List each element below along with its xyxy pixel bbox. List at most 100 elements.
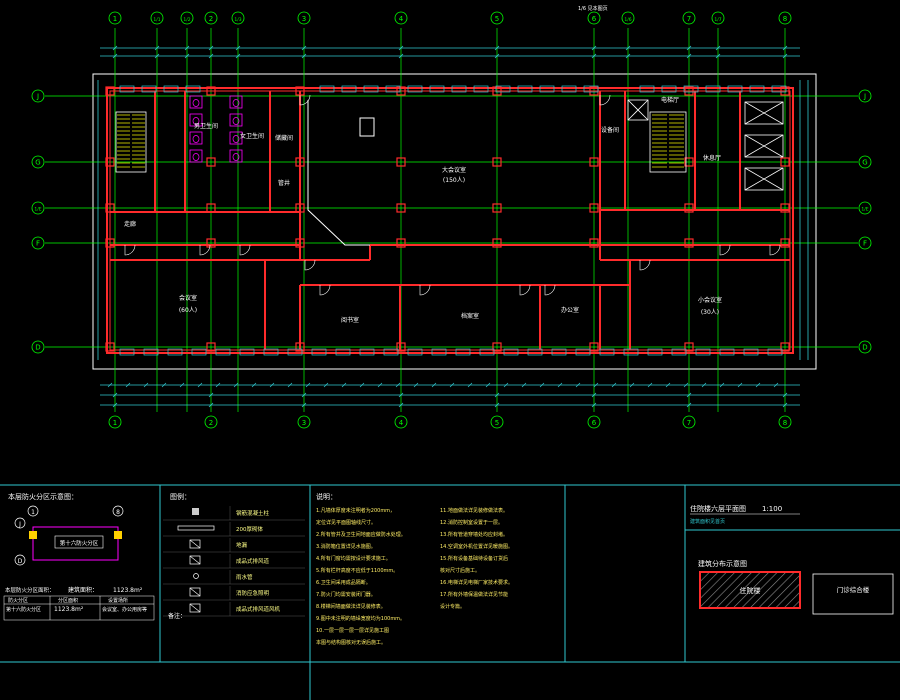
window (239, 348, 255, 356)
window (495, 85, 511, 93)
window (385, 85, 401, 93)
window (539, 85, 555, 93)
window (311, 348, 327, 356)
fire-zone-label-box (54, 535, 104, 549)
axis-label-side: 1/E (861, 207, 868, 213)
axis-label-top: 6 (592, 15, 597, 23)
toilet-fixtures (189, 95, 243, 163)
room-lounge: 休息厅 (703, 154, 721, 162)
window (683, 85, 699, 93)
door (769, 244, 781, 256)
axis-bubble-top (150, 11, 164, 25)
axis-label-side: G (862, 159, 867, 167)
notes-title: 说明： (316, 492, 337, 501)
note-line: 核对尺寸后施工。 (440, 567, 480, 574)
fire-zone-label: 第十六防火分区 (60, 539, 99, 547)
axis-label-top: 1/7 (714, 17, 721, 23)
axis-bubble-side (31, 155, 45, 169)
column (684, 342, 694, 352)
axis-bubble-side (31, 201, 45, 215)
window (429, 85, 445, 93)
window (407, 348, 423, 356)
window (383, 348, 399, 356)
door (124, 244, 136, 256)
zone-axis-d-label: D (18, 558, 23, 565)
fire-zone-table (3, 595, 155, 621)
door-swings (124, 94, 781, 296)
zone-axis-j (14, 517, 26, 529)
axis-bubble-bottom (108, 415, 122, 429)
zone-axis-d (14, 554, 26, 566)
window (319, 85, 335, 93)
window (185, 85, 201, 93)
floor-plan: 大会议室 (150人) 会议室 (60人) 小会议室 (30人) 阅书室 档案室… (31, 5, 872, 429)
window (647, 348, 663, 356)
room-corridor: 走廊 (124, 220, 136, 228)
top-axis-note: 1/6 见本图页 (578, 5, 608, 12)
toilet-stall (229, 149, 243, 163)
window (695, 348, 711, 356)
axis-label-top: 1/1 (153, 17, 160, 23)
axis-label-top: 3 (302, 15, 306, 23)
window (473, 85, 489, 93)
axis-bubble-side (858, 89, 872, 103)
window (719, 348, 735, 356)
axis-label-bottom: 1 (113, 419, 117, 427)
fire-zone-marker-left (29, 531, 37, 539)
axis-bubble-top (108, 11, 122, 25)
window (671, 348, 687, 356)
window (363, 85, 379, 93)
axis-label-bottom: 3 (302, 419, 306, 427)
window (163, 85, 179, 93)
window (743, 348, 759, 356)
window (341, 85, 357, 93)
room-meeting-left-capacity: (60人) (179, 307, 197, 314)
axis-bubble-bottom (778, 415, 792, 429)
window (191, 348, 207, 356)
axis-label-side: D (35, 344, 40, 352)
note-line: 13.所有管道穿墙处均应封堵。 (440, 531, 508, 538)
window (661, 85, 677, 93)
zone-area-label: 本层防火分区面积： (5, 586, 55, 594)
zone-axis-j-label: J (18, 521, 21, 528)
axis-label-bottom: 2 (209, 419, 213, 427)
window (551, 348, 567, 356)
door (519, 284, 531, 296)
toilet-stall (189, 149, 203, 163)
room-shaft: 管井 (278, 179, 290, 187)
axis-bubble-side (858, 155, 872, 169)
window (623, 348, 639, 356)
door (299, 94, 311, 106)
room-storage: 储藏间 (275, 134, 293, 142)
column (780, 238, 790, 248)
note-line: 8.楼梯间墙面做法详见装修表。 (316, 603, 386, 610)
legend-item: 雨水管 (236, 573, 253, 581)
column (396, 238, 406, 248)
fire-zone-title: 本层防火分区示意图： (8, 492, 78, 501)
door (719, 244, 731, 256)
column (780, 86, 790, 96)
column (780, 157, 790, 167)
window (143, 348, 159, 356)
window (561, 85, 577, 93)
axis-label-top: 4 (399, 15, 404, 23)
site-other-label: 门诊综合楼 (837, 585, 870, 594)
column (684, 203, 694, 213)
room-toilet-f: 女卫生间 (240, 132, 264, 140)
legend-item: 成品式排风道 (236, 557, 270, 565)
window (503, 348, 519, 356)
plan-title: 住院楼六层平面图 (690, 504, 746, 513)
window (431, 348, 447, 356)
column (684, 238, 694, 248)
door (319, 284, 331, 296)
window (705, 85, 721, 93)
window (575, 348, 591, 356)
axis-bubble-bottom (204, 415, 218, 429)
column (589, 203, 599, 213)
column (206, 203, 216, 213)
legend-item: 200厚砌体 (236, 525, 263, 533)
note-line: 14.空调室外机位置详见暖施图。 (440, 543, 513, 550)
window (141, 85, 157, 93)
door (544, 284, 556, 296)
window (119, 85, 135, 93)
